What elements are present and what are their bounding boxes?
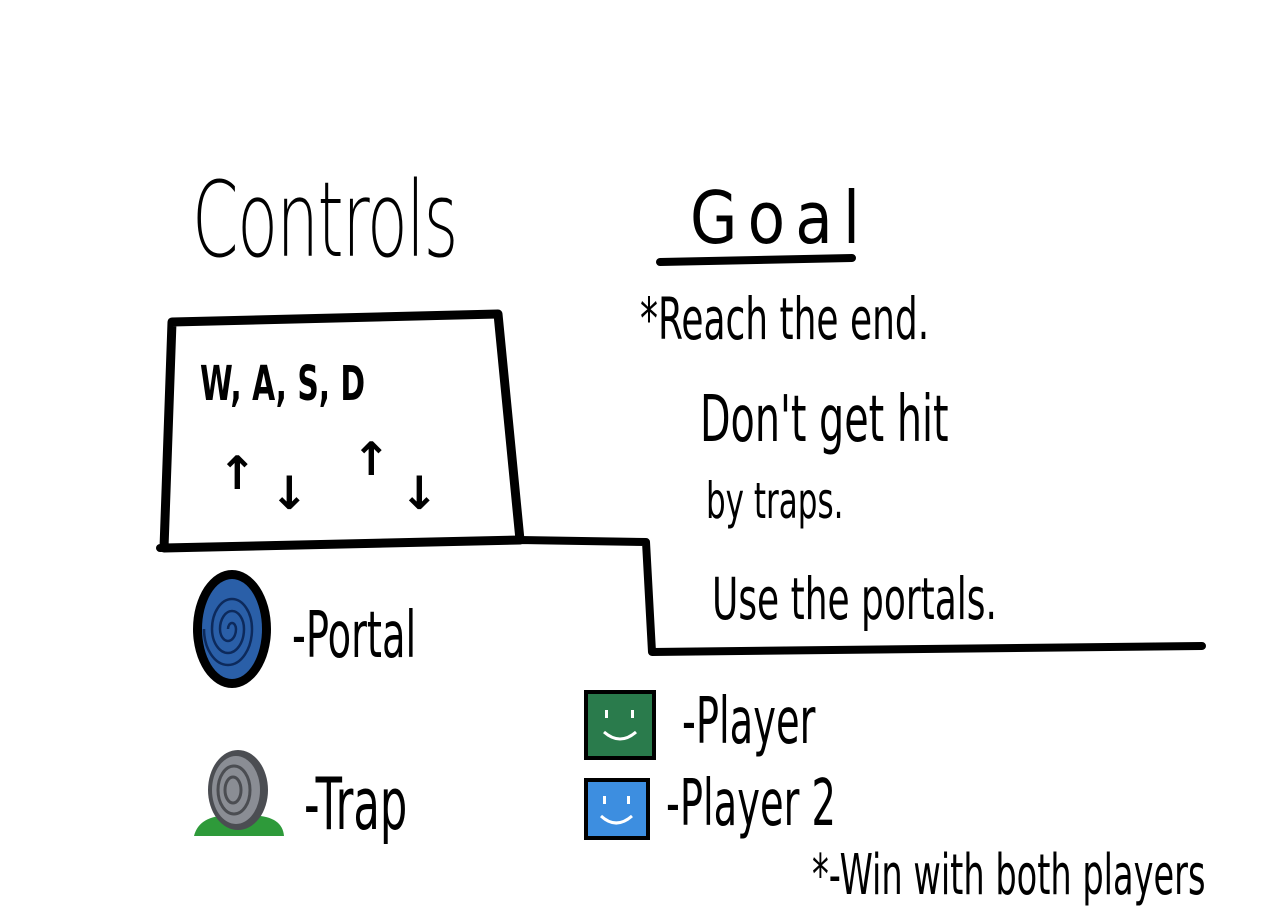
- win-condition-note: *-Win with both players: [812, 843, 1206, 908]
- controls-box-outline: [159, 309, 525, 553]
- ground-step-line: [156, 536, 1206, 656]
- portal-icon: [193, 570, 271, 688]
- player-2-label: -Player 2: [666, 767, 836, 841]
- goal-line: by traps.: [706, 472, 844, 530]
- controls-keys: W, A, S, D: [200, 356, 366, 412]
- goal-underline: [656, 254, 856, 266]
- player-blue-icon: [584, 778, 650, 840]
- goal-line: Use the portals.: [712, 565, 997, 633]
- player-green-icon: [584, 690, 656, 760]
- goal-line: Don't get hit: [700, 383, 949, 457]
- portal-label: -Portal: [292, 599, 417, 673]
- arrow-up-icon: ↑: [352, 432, 391, 486]
- goal-line: *Reach the end.: [640, 285, 930, 353]
- trap-label: -Trap: [304, 762, 408, 846]
- trap-icon: [194, 750, 284, 836]
- goal-title: Goal: [690, 176, 871, 260]
- arrow-down-icon: ↓: [400, 466, 439, 520]
- arrow-up-icon: ↑: [218, 446, 257, 500]
- arrow-down-icon: ↓: [270, 466, 309, 520]
- player-label: -Player: [682, 685, 816, 759]
- controls-title: Controls: [192, 159, 458, 281]
